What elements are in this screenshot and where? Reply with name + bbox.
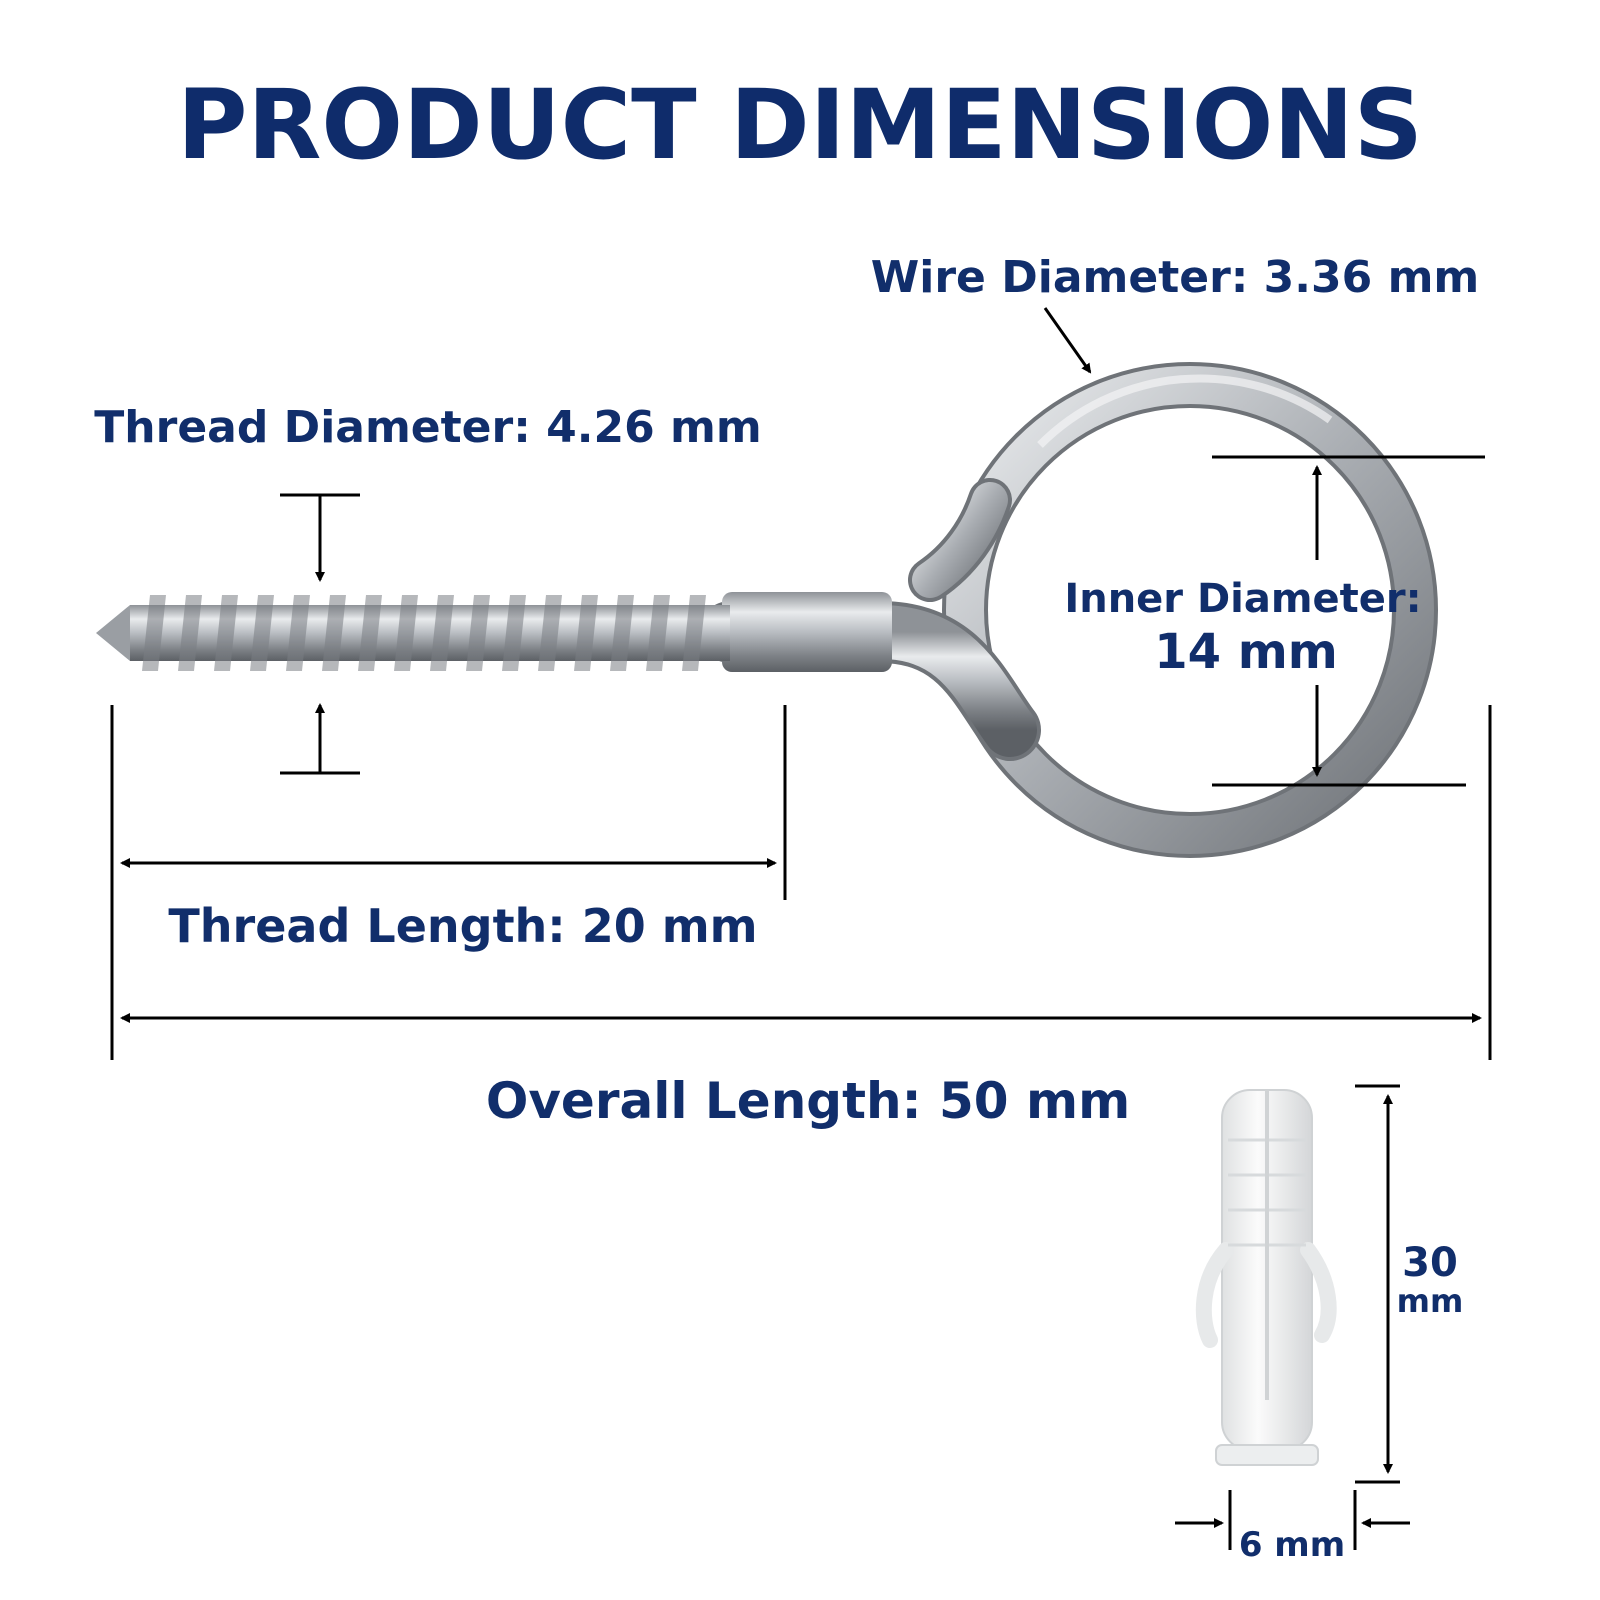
wall-anchor-image: [1195, 1089, 1337, 1466]
thread-ridge: [430, 595, 454, 671]
thread-ridge: [466, 595, 490, 671]
anchor-length-unit: mm: [1397, 1282, 1464, 1320]
inner-diameter-label: Inner Diameter:: [1064, 576, 1421, 622]
thread-ridge: [502, 595, 526, 671]
thread-ridges: [142, 595, 706, 671]
thread-ridge: [538, 595, 562, 671]
eye-screw-image: [96, 362, 1438, 858]
wire-diameter-label: Wire Diameter: 3.36 mm: [871, 252, 1480, 303]
dimension-lines: [110, 307, 1492, 1550]
thread-ridge: [250, 595, 274, 671]
thread-ridge: [214, 595, 238, 671]
thread-length-label: Thread Length: 20 mm: [168, 899, 757, 953]
anchor-width-label: 6 mm: [1239, 1525, 1345, 1565]
page-title: PRODUCT DIMENSIONS: [177, 69, 1423, 181]
thread-ridge: [286, 595, 310, 671]
thread-ridge: [142, 595, 166, 671]
thread-ridge: [358, 595, 382, 671]
thread-ridge: [646, 595, 670, 671]
thread-diameter-label: Thread Diameter: 4.26 mm: [94, 402, 761, 453]
thread-ridge: [574, 595, 598, 671]
inner-diameter-value: 14 mm: [1154, 624, 1338, 680]
thread-ridge: [682, 595, 706, 671]
anchor-length-value: 30: [1402, 1240, 1458, 1286]
thread-ridge: [322, 595, 346, 671]
thread-ridge: [178, 595, 202, 671]
thread-ridge: [394, 595, 418, 671]
overall-length-label: Overall Length: 50 mm: [486, 1072, 1130, 1130]
thread-ridge: [610, 595, 634, 671]
